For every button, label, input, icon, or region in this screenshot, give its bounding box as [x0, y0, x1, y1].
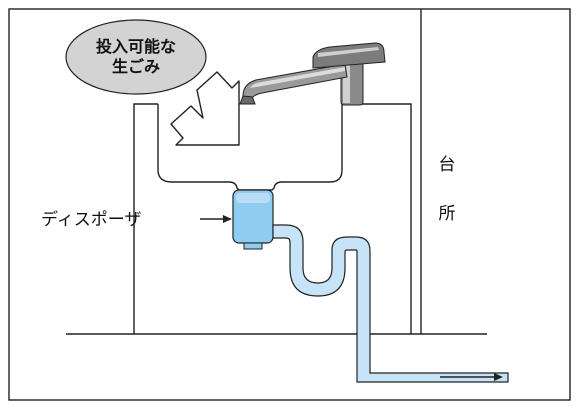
drain-pipe	[272, 224, 509, 383]
kitchen-label-2: 所	[439, 204, 456, 224]
faucet-icon	[239, 42, 386, 106]
down-right-arrow-icon	[170, 71, 240, 146]
counter-right-edge	[342, 103, 412, 334]
disposer-label: ディスポーザ	[41, 209, 141, 230]
bubble-line1-text: 投入可能な	[96, 37, 176, 56]
kitchen-label-1: 台	[439, 155, 456, 175]
disposer-unit	[232, 189, 274, 250]
bubble-line2-text: 生ごみ	[112, 57, 160, 76]
flow-right-arrow-icon	[440, 373, 503, 381]
right-arrow-icon	[200, 215, 232, 223]
input-waste-bubble: 投入可能な 生ごみ	[65, 19, 207, 95]
cabinet-left-wall	[133, 103, 158, 334]
